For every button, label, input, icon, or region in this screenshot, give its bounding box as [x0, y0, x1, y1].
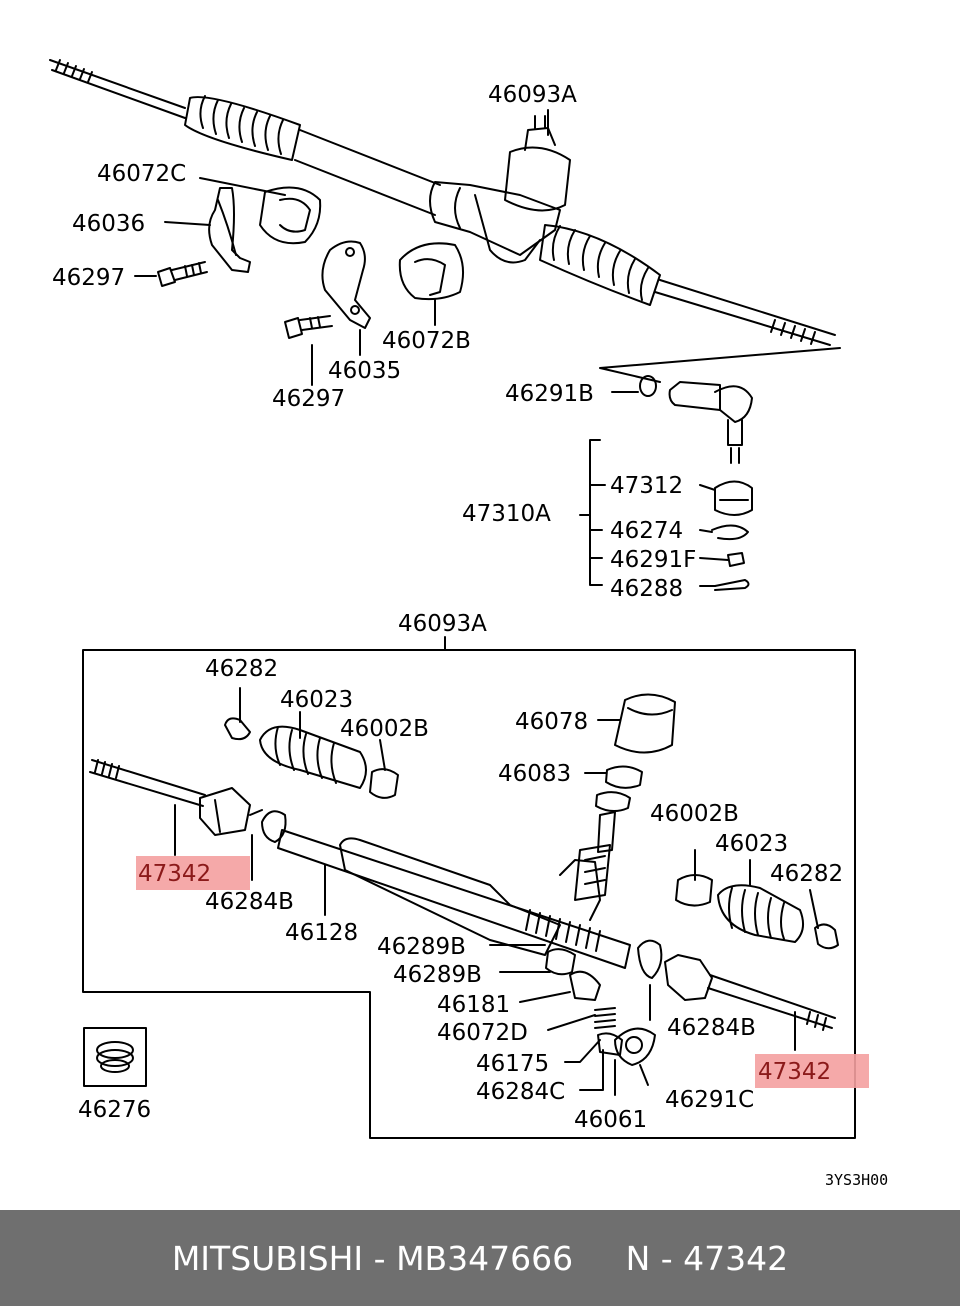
label-47312: 47312 — [610, 473, 683, 499]
label-46175: 46175 — [476, 1051, 549, 1077]
spacer — [573, 1239, 625, 1278]
label-47342-right: 47342 — [758, 1059, 831, 1085]
pinion-cover-46078 — [614, 693, 676, 754]
label-47342-left: 47342 — [138, 861, 211, 887]
boot-46023-right — [717, 884, 805, 943]
label-46002b-right: 46002B — [650, 801, 739, 827]
washer-46284b-right — [637, 939, 663, 979]
group-bracket-47310a — [579, 439, 606, 586]
label-46128: 46128 — [285, 920, 358, 946]
seal-46083 — [605, 765, 643, 789]
inner-tie-rod-right — [664, 954, 836, 1031]
part-number: MB347666 — [396, 1238, 574, 1278]
separator: - — [363, 1238, 397, 1278]
reference-number: N - 47342 — [625, 1238, 789, 1278]
plug-46175 — [597, 1032, 623, 1056]
label-46289b-b: 46289B — [393, 962, 482, 988]
highlight-47342-left — [136, 856, 250, 890]
label-46023-left: 46023 — [280, 687, 353, 713]
label-46284b-right: 46284B — [667, 1015, 756, 1041]
label-46276: 46276 — [78, 1097, 151, 1123]
bolt-46297-b — [284, 315, 333, 339]
diagram-code: 3YS3H00 — [825, 1171, 888, 1189]
highlight-47342-right — [755, 1054, 869, 1088]
seal-ring — [595, 791, 631, 812]
rack-guide-46181 — [569, 970, 601, 1001]
label-46297-a: 46297 — [52, 265, 125, 291]
label-46289b-a: 46289B — [377, 934, 466, 960]
label-46036: 46036 — [72, 211, 145, 237]
rack-bar-46128 — [277, 829, 631, 969]
inner-tie-rod-left — [89, 759, 263, 836]
label-46282-right: 46282 — [770, 861, 843, 887]
bushing-46072b — [398, 242, 465, 301]
label-46284b-left: 46284B — [205, 889, 294, 915]
pinion-shaft — [574, 811, 616, 901]
label-46291c: 46291C — [665, 1087, 754, 1113]
ring-46002b-left — [369, 768, 399, 799]
seal-kit-46276 — [83, 1027, 147, 1087]
boot-46023-left — [259, 725, 367, 789]
label-46284c: 46284C — [476, 1079, 565, 1105]
label-46093a-top: 46093A — [488, 82, 577, 108]
label-46072d: 46072D — [437, 1020, 528, 1046]
label-46093a-box: 46093A — [398, 611, 487, 637]
brand-name: MITSUBISHI — [171, 1238, 364, 1278]
label-46061: 46061 — [574, 1107, 647, 1133]
label-46072c: 46072C — [97, 161, 186, 187]
parts-diagram: 46093A 46072C 46036 46297 46297 46035 46… — [49, 59, 888, 1189]
steering-rack-assembly — [49, 59, 841, 383]
label-47310a: 47310A — [462, 501, 551, 527]
spring-46072d — [594, 1007, 616, 1029]
label-46282-left: 46282 — [205, 656, 278, 682]
label-46002b-left: 46002B — [340, 716, 429, 742]
label-46072b: 46072B — [382, 328, 471, 354]
part-info-footer: MITSUBISHI - MB347666 N - 47342 — [0, 1210, 960, 1306]
label-46297-b: 46297 — [272, 386, 345, 412]
washer-46284b-left — [261, 810, 287, 843]
tie-rod-end-assembly — [639, 375, 753, 591]
clamp-bracket-46036 — [208, 187, 251, 273]
label-46291b: 46291B — [505, 381, 594, 407]
clip-46282-left — [224, 717, 251, 741]
label-46083: 46083 — [498, 761, 571, 787]
label-46035: 46035 — [328, 358, 401, 384]
bushing-46072c — [259, 186, 322, 245]
label-46274: 46274 — [610, 518, 683, 544]
bolt-46297-a — [157, 261, 208, 287]
label-46181: 46181 — [437, 992, 510, 1018]
label-46023-right: 46023 — [715, 831, 788, 857]
label-46288: 46288 — [610, 576, 683, 602]
ring-46002b-right — [675, 874, 713, 907]
label-46291f: 46291F — [610, 547, 696, 573]
locknut-46291c — [614, 1027, 656, 1066]
label-46078: 46078 — [515, 709, 588, 735]
bushing-46289b — [545, 948, 576, 976]
clip-46282-right — [814, 923, 839, 950]
clamp-bracket-46035 — [321, 240, 371, 329]
exploded-view-frame — [82, 649, 856, 1139]
